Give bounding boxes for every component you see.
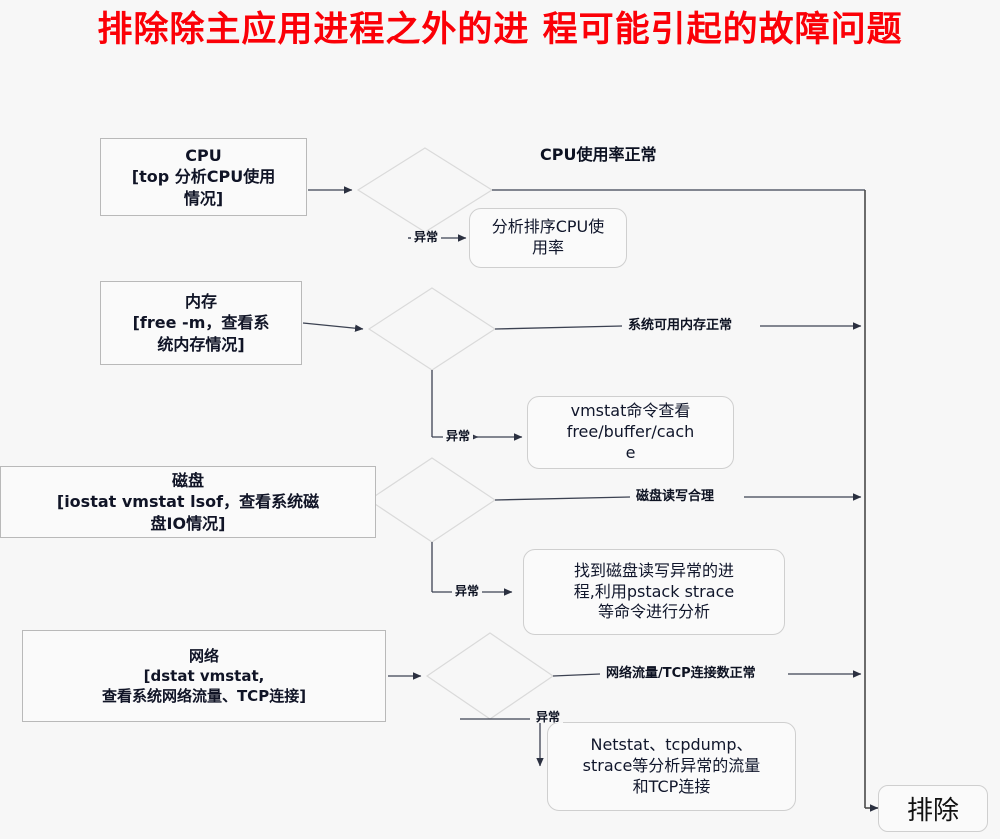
source-node-disk[interactable]: 磁盘 [iostat vmstat lsof，查看系统磁 盘IO情况] xyxy=(0,466,376,538)
edge-label-disk-normal: 磁盘读写合理 xyxy=(633,490,718,503)
edge-label-disk-abnormal: 异常 xyxy=(452,585,483,597)
source-node-net[interactable]: 网络 [dstat vmstat, 查看系统网络流量、TCP连接] xyxy=(22,630,386,722)
outcome-node-cpu[interactable]: 分析排序CPU使 用率 xyxy=(469,208,627,268)
end-node-resolved[interactable]: 排除 xyxy=(878,785,988,832)
outcome-node-mem[interactable]: vmstat命令查看 free/buffer/cach e xyxy=(527,396,734,469)
source-node-mem[interactable]: 内存 [free -m，查看系 统内存情况] xyxy=(100,281,302,365)
edges-mem xyxy=(302,322,862,441)
edge-collector-spine xyxy=(864,190,879,812)
edge-label-cpu-abnormal: 异常 xyxy=(411,231,442,243)
outcome-node-disk[interactable]: 找到磁盘读写异常的进 程,利用pstack strace 等命令进行分析 xyxy=(523,549,785,635)
edge-label-mem-normal: 系统可用内存正常 xyxy=(625,319,736,332)
page-title: 排除除主应用进程之外的进 程可能引起的故障问题 xyxy=(97,10,903,50)
edge-label-cpu-normal: CPU使用率正常 xyxy=(537,147,660,163)
edge-label-net-normal: 网络流量/TCP连接数正常 xyxy=(603,667,759,680)
outcome-node-net[interactable]: Netstat、tcpdump、 strace等分析异常的流量 和TCP连接 xyxy=(547,722,796,811)
source-node-cpu[interactable]: CPU [top 分析CPU使用 情况] xyxy=(100,138,307,216)
edge-label-net-abnormal: 异常 xyxy=(533,711,564,723)
edges-net xyxy=(388,670,862,767)
edge-label-mem-abnormal: 异常 xyxy=(443,430,474,442)
